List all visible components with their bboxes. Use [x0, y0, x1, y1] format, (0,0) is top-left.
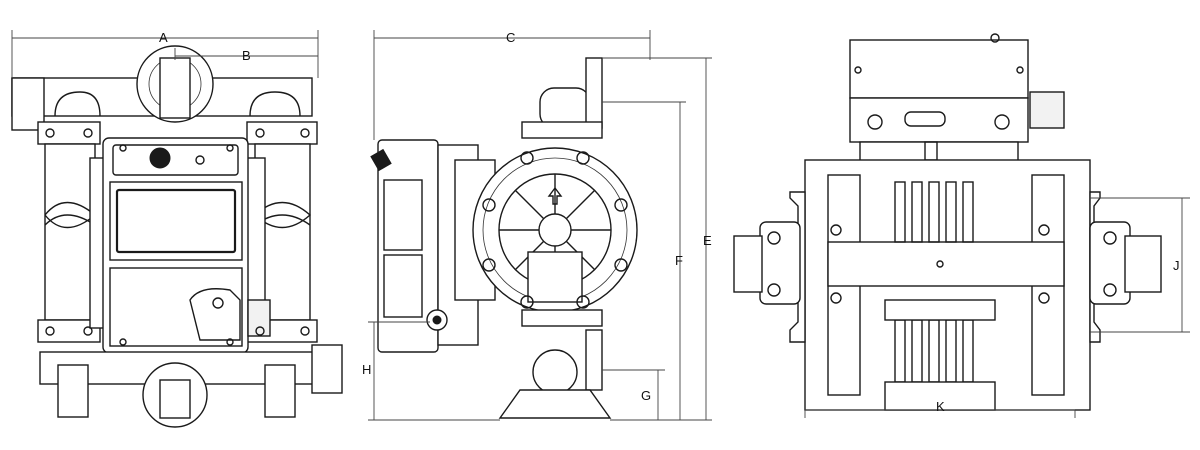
dimension-A: A	[11, 30, 319, 78]
dimension-B: B	[174, 48, 318, 63]
dimension-J: J	[1090, 197, 1190, 333]
controller-box	[849, 39, 1029, 99]
top-view	[733, 33, 1162, 411]
dimension-label-F: F	[675, 253, 683, 268]
dimension-label-G: G	[641, 388, 651, 403]
left-side-flange	[789, 191, 806, 343]
right-side-port	[1124, 235, 1162, 293]
dimension-label-A: A	[159, 30, 168, 45]
dimension-label-K: K	[936, 399, 945, 414]
dimension-C: C	[373, 30, 651, 140]
control-knob-icon	[149, 147, 171, 169]
left-chamber	[44, 143, 96, 321]
dimension-H: H	[362, 321, 500, 421]
flow-arrow-icon	[547, 186, 563, 205]
left-upper-block	[37, 121, 101, 145]
side-view	[370, 57, 638, 419]
dimension-G: G	[602, 369, 665, 420]
front-view	[11, 45, 343, 428]
left-side-port	[733, 235, 763, 293]
dimension-F: F	[602, 101, 686, 420]
dimension-label-C: C	[506, 30, 515, 45]
dimension-E: E	[602, 57, 712, 421]
dimension-label-J: J	[1173, 258, 1180, 273]
cross-beam	[827, 241, 1065, 287]
right-upper-block	[246, 121, 318, 145]
side-bottom-manifold	[532, 349, 578, 395]
side-knob-icon	[370, 148, 392, 172]
dimension-label-B: B	[242, 48, 251, 63]
cable-gland	[247, 299, 271, 337]
side-base	[498, 389, 612, 419]
top-pipe-inlet	[11, 77, 45, 131]
dimension-label-H: H	[362, 362, 371, 377]
right-foot	[264, 364, 296, 418]
display-window	[109, 181, 243, 261]
dimension-K: K	[804, 399, 1076, 418]
left-foot	[57, 364, 89, 418]
dimension-label-E: E	[703, 233, 712, 248]
center-mark-icon	[936, 260, 944, 268]
top-cable-gland	[1029, 91, 1065, 129]
